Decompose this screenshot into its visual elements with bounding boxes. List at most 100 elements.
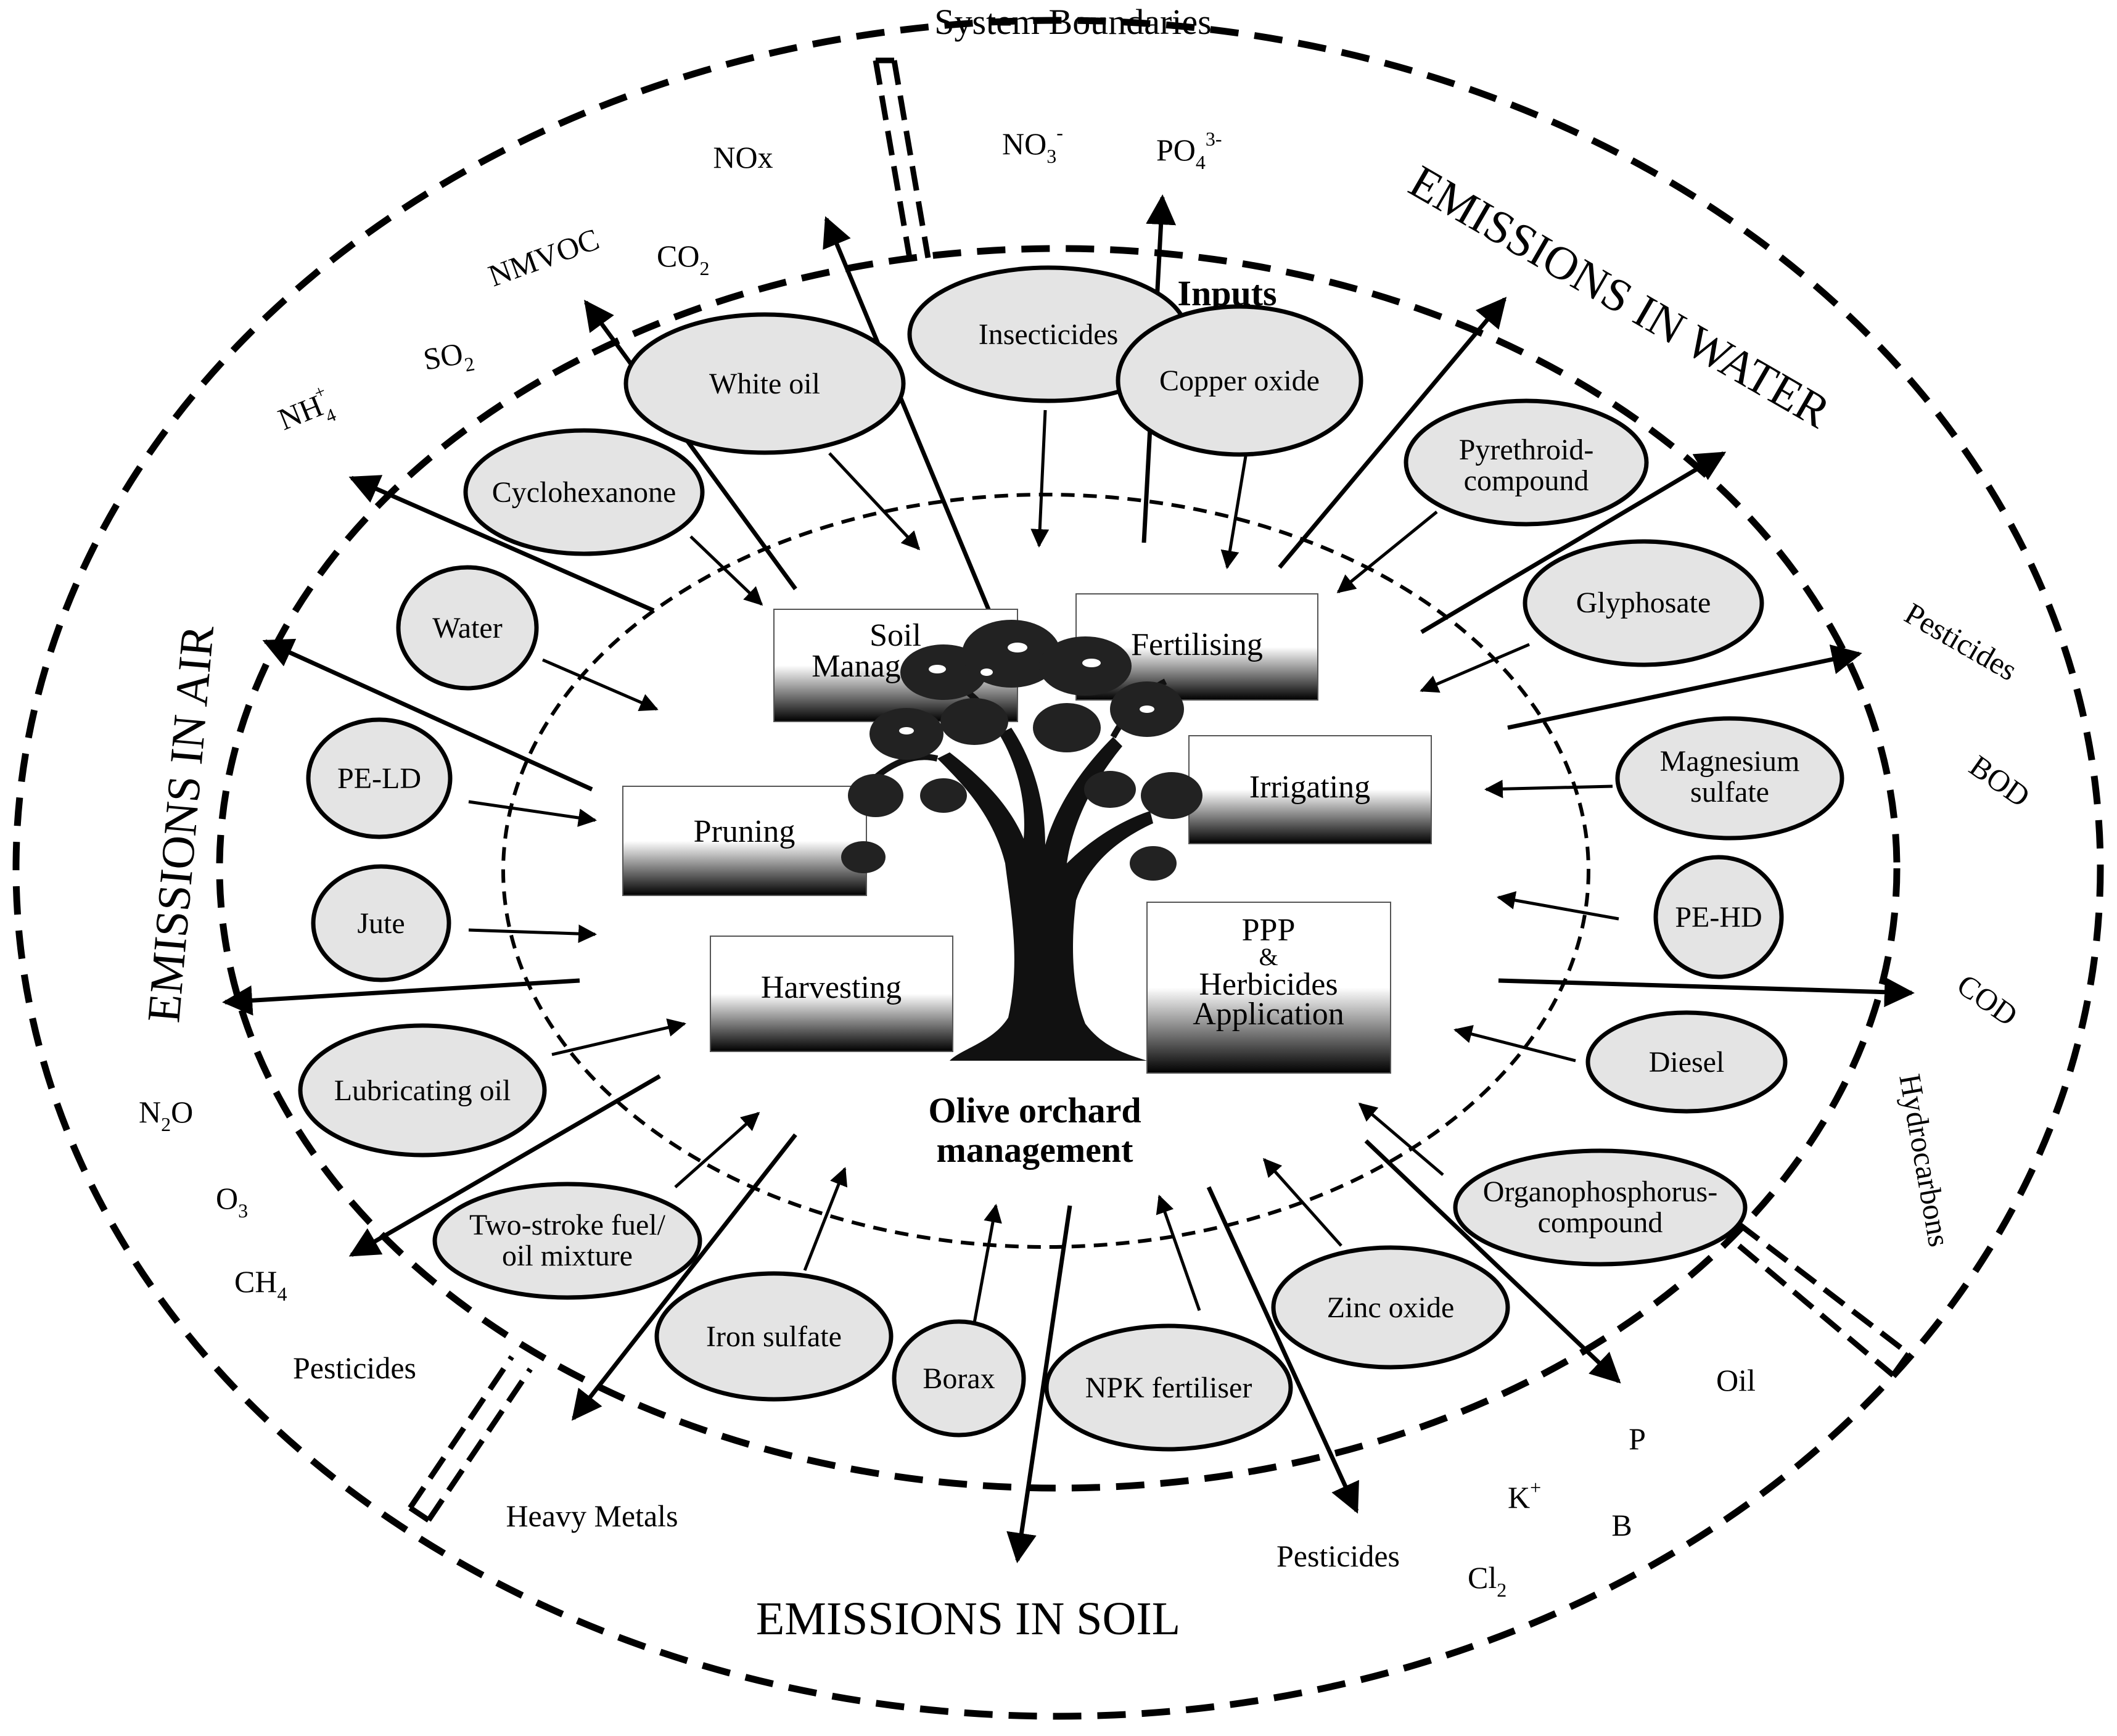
- cod-label: COD: [1951, 967, 2025, 1032]
- arrow-emission-nmvoc: [584, 300, 797, 591]
- process-irrigating-label: Irrigating: [1249, 770, 1370, 805]
- ch4-label: CH4: [234, 1264, 287, 1305]
- heavy-metals-label: Heavy Metals: [506, 1499, 678, 1533]
- divider-soil-air: [408, 1355, 533, 1523]
- input-pyrethroid-ellipse: [1404, 398, 1649, 527]
- input-organophosphorus-ellipse: [1453, 1148, 1748, 1267]
- arrow-emission-so2: [262, 638, 593, 792]
- arrow-input-pe-hd: [1497, 891, 1619, 921]
- arrow-emission-ch4: [348, 1074, 661, 1257]
- arrow-input-insecticides: [1030, 409, 1050, 548]
- input-white-oil-label: White oil: [709, 368, 820, 400]
- input-pe-hd-label: PE-HD: [1675, 901, 1762, 934]
- divider-air-water: [873, 57, 931, 258]
- input-diesel-ellipse: [1585, 1010, 1788, 1114]
- arrow-input-copper-oxide: [1220, 456, 1248, 569]
- arrow-input-iron-sulfate: [803, 1167, 848, 1271]
- b-label: B: [1611, 1508, 1632, 1542]
- input-zinc-oxide-ellipse: [1271, 1245, 1510, 1370]
- input-copper-oxide-label: Copper oxide: [1159, 364, 1320, 397]
- arrow-input-organophosphorus: [1358, 1103, 1444, 1176]
- arrow-emission-nh4: [348, 475, 655, 613]
- arrow-input-npk: [1156, 1195, 1201, 1311]
- arrow-emission-cod: [1498, 977, 1915, 1008]
- input-borax-ellipse: [892, 1319, 1026, 1438]
- inner-management-boundary: [501, 493, 1590, 1249]
- input-two-stroke-label: Two-stroke fuel/oil mixture: [469, 1209, 666, 1272]
- nmvoc-label: NMVOC: [484, 221, 604, 293]
- soil-pesticides-label: Pesticides: [1276, 1539, 1400, 1573]
- input-pe-ld-ellipse: [306, 717, 453, 839]
- p-label: P: [1629, 1421, 1646, 1456]
- input-water-ellipse: [396, 565, 539, 691]
- nox-label: NOx: [713, 140, 773, 175]
- input-pe-ld-label: PE-LD: [337, 762, 421, 795]
- divider-water-soil: [1737, 1222, 1911, 1378]
- process-ppp-box: [1146, 902, 1391, 1074]
- input-pyrethroid-label: Pyrethroid-compound: [1459, 434, 1594, 497]
- arrow-input-diesel: [1453, 1025, 1576, 1063]
- cl2-label: Cl2: [1468, 1560, 1507, 1601]
- input-pe-hd-ellipse: [1653, 855, 1784, 979]
- input-water-label: Water: [432, 612, 502, 644]
- olive-tree-icon: [841, 620, 1202, 1061]
- arrow-input-cyclohexanone: [689, 535, 763, 606]
- process-harvesting-label: Harvesting: [761, 970, 902, 1005]
- input-lubricating-oil-ellipse: [298, 1023, 547, 1158]
- input-zinc-oxide-label: Zinc oxide: [1327, 1291, 1455, 1324]
- co2-label: CO2: [657, 239, 709, 279]
- arrow-input-magnesium-sulfate: [1484, 780, 1613, 799]
- input-copper-oxide-ellipse: [1116, 304, 1363, 457]
- input-iron-sulfate-ellipse: [654, 1271, 894, 1402]
- water-pesticides-label: Pesticides: [1899, 596, 2023, 687]
- arrow-input-lubricating-oil: [551, 1018, 686, 1056]
- arrow-emission-soil-mid: [1006, 1205, 1072, 1563]
- k-label: K+: [1508, 1476, 1541, 1515]
- arrow-input-glyphosate: [1420, 643, 1530, 693]
- process-irrigating-box: [1188, 735, 1432, 844]
- input-diesel-label: Diesel: [1649, 1046, 1725, 1079]
- process-pruning-label: Pruning: [694, 814, 795, 849]
- hydrocarbons-label: Hydrocarbons: [1893, 1071, 1957, 1249]
- process-pruning-box: [622, 786, 867, 896]
- arrow-emission-no3: [1278, 297, 1507, 569]
- oil-label: Oil: [1716, 1363, 1756, 1397]
- arrow-input-white-oil: [828, 452, 921, 551]
- input-npk-ellipse: [1044, 1323, 1293, 1452]
- arrow-emission-water-1: [1420, 451, 1727, 635]
- process-harvesting-box: [710, 936, 953, 1052]
- input-iron-sulfate-label: Iron sulfate: [706, 1320, 842, 1353]
- input-arrows: [468, 409, 1619, 1323]
- input-magnesium-sulfate-ellipse: [1615, 716, 1844, 841]
- middle-inputs-boundary: [216, 245, 1901, 1492]
- arrow-emission-soil-pesticides: [1206, 1186, 1359, 1514]
- process-fertilising-label: Fertilising: [1131, 627, 1263, 662]
- no3-label: NO3-: [1002, 121, 1063, 167]
- input-jute-ellipse: [311, 864, 451, 982]
- arrow-input-pe-ld: [468, 800, 597, 827]
- nh4-label: NH4+: [272, 381, 339, 443]
- input-glyphosate-label: Glyphosate: [1576, 586, 1711, 619]
- input-insecticides-label: Insecticides: [979, 318, 1119, 351]
- o3-label: O3: [216, 1181, 248, 1222]
- so2-label: SO2: [421, 334, 476, 383]
- input-organophosphorus-label: Organophosphorus-compound: [1483, 1175, 1717, 1239]
- emissions-soil-title: EMISSIONS IN SOIL: [756, 1593, 1180, 1645]
- n2o-label: N2O: [139, 1095, 193, 1135]
- arrow-input-pyrethroid: [1336, 511, 1438, 593]
- input-borax-label: Borax: [923, 1362, 995, 1395]
- input-two-stroke-ellipse: [432, 1182, 702, 1300]
- emissions-water-title: EMISSIONS IN WATER: [1401, 155, 1839, 438]
- emissions-air-title: EMISSIONS IN AIR: [138, 623, 224, 1024]
- arrow-input-zinc-oxide: [1263, 1158, 1342, 1247]
- air-pesticides-label: Pesticides: [293, 1351, 416, 1385]
- arrow-emission-heavy-metals: [571, 1133, 797, 1421]
- input-cyclohexanone-label: Cyclohexanone: [492, 476, 676, 509]
- po4-label: PO43-: [1156, 128, 1222, 173]
- input-jute-label: Jute: [357, 907, 405, 940]
- arrow-input-jute: [468, 924, 597, 944]
